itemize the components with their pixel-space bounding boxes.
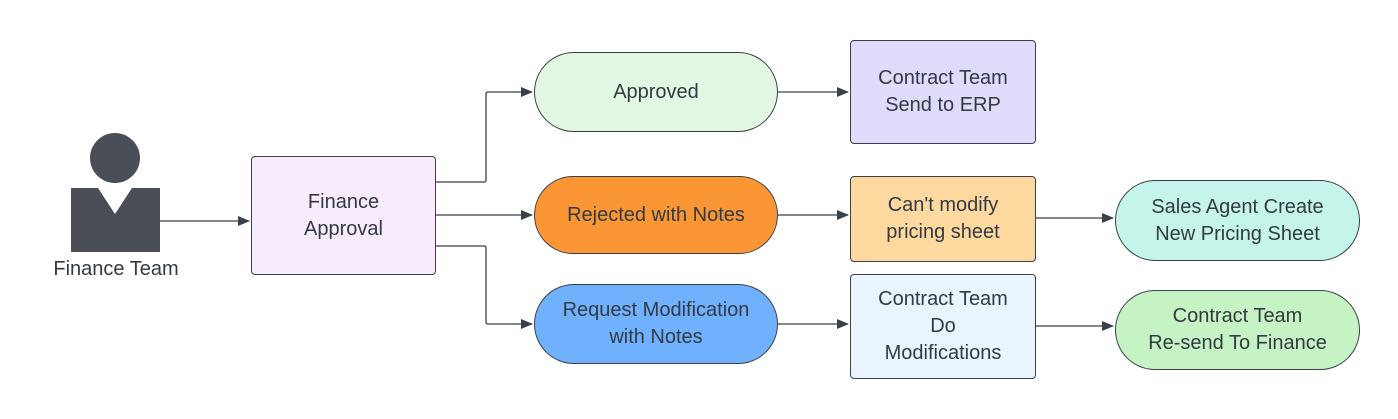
connector-layer xyxy=(160,87,1114,331)
node-text-line: Do xyxy=(930,315,956,337)
node-text: Can't modify pricing sheet xyxy=(886,192,999,246)
node-text-line: Send to ERP xyxy=(885,94,1001,116)
approved-pill[interactable]: Approved xyxy=(534,52,778,132)
node-text-line: Contract Team xyxy=(878,288,1008,310)
node-text-line: Modifications xyxy=(884,342,1002,364)
node-text-line: Re-send To Finance xyxy=(1148,332,1327,354)
request-modification-pill[interactable]: Request Modification with Notes xyxy=(534,284,778,364)
node-text-line: with Notes xyxy=(609,326,703,348)
node-text-line: Can't modify xyxy=(887,194,999,216)
person-icon-body xyxy=(71,188,160,252)
actor-label: Finance Team xyxy=(53,258,179,280)
rejected-with-notes-pill[interactable]: Rejected with Notes xyxy=(534,176,778,254)
connector-finance_approval-to-approved xyxy=(436,87,533,183)
cant-modify-pricing-box[interactable]: Can't modify pricing sheet xyxy=(850,176,1036,262)
node-text-line: Rejected with Notes xyxy=(567,203,745,226)
node-text-line: Contract Team xyxy=(878,67,1008,89)
node-text: Request Modification with Notes xyxy=(563,297,750,351)
connector-finance_approval-to-request_mod xyxy=(436,245,533,329)
node-text-line: Contract Team xyxy=(1172,305,1303,327)
person-icon xyxy=(71,133,160,252)
node-text-line: Request Modification xyxy=(562,299,750,321)
node-text: Approved xyxy=(613,79,699,106)
node-text-line: Sales Agent Create xyxy=(1151,195,1324,218)
person-icon-head xyxy=(90,133,140,183)
node-text: Rejected with Notes xyxy=(567,202,745,229)
node-text-line: pricing sheet xyxy=(886,221,1000,243)
node-text-line: New Pricing Sheet xyxy=(1155,222,1320,245)
node-text-line: Approved xyxy=(613,80,699,103)
node-text-line: Finance xyxy=(307,190,380,213)
node-text-line: Approval xyxy=(304,217,383,240)
